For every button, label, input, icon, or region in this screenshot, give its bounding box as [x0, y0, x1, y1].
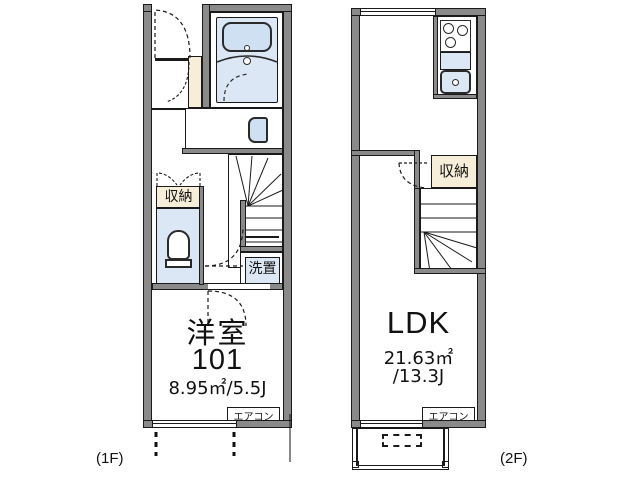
stove-burner-1-icon [443, 23, 454, 34]
bathtub-drain-icon [244, 45, 250, 51]
window-2f-bottom-mullion [360, 423, 478, 424]
aircon-2f-label: エアコン [428, 411, 469, 423]
balcony-drain-dashed [382, 434, 422, 447]
balcony-post-left [352, 461, 359, 468]
stove-burner-3-icon [445, 37, 456, 48]
kitchen-sink-icon [440, 70, 471, 94]
room-1f-area: 8.95㎡/5.5J [168, 378, 267, 399]
wall-1f-toilet-right [199, 186, 204, 285]
storage-2f-box [431, 155, 477, 188]
storage-2f-label: 収納 [438, 162, 469, 180]
window-2f-top [360, 8, 436, 16]
wall-2f-stair-bottom [414, 268, 486, 274]
toilet-tank-icon [165, 259, 192, 268]
room-2f-name: LDK [386, 305, 451, 340]
entrance-door-panel [188, 56, 202, 108]
wall-1f-washroom-bottom [182, 148, 283, 154]
storage-1f-label: 収納 [164, 189, 193, 205]
washbasin-icon [248, 117, 268, 143]
bath-faucet-icon [243, 57, 251, 65]
room-1f-name: 洋室 [186, 316, 249, 350]
room-1f-unit: 101 [191, 344, 244, 376]
wall-2f-kitchen-bottom [433, 94, 477, 99]
wall-1f-bottom-right-stub [236, 420, 292, 428]
room-2f-area-jo: /13.3J [392, 366, 445, 387]
room-2f-area-sqm: 21.63㎡ [383, 348, 454, 369]
entrance-partition-bottom [152, 58, 188, 61]
floor-tag-2f: (2F) [500, 450, 528, 467]
wall-2f-bottom-right-stub [422, 420, 486, 428]
window-2f-top-mullion [360, 11, 436, 12]
floor-tag-1f: (1F) [96, 450, 124, 467]
balcony-rail-vert-right [443, 428, 445, 466]
wall-1f-bath-left [202, 4, 210, 108]
aircon-1f-label: エアコン [233, 411, 274, 423]
wall-1f-top-left-stub [143, 4, 152, 12]
balcony-post-right [442, 461, 449, 468]
washing-machine-space [245, 236, 279, 238]
laundry-label-text: 洗置 [248, 261, 277, 277]
stove-burner-2-icon [457, 25, 468, 36]
balcony [352, 428, 449, 470]
entrance-partition-vert [152, 58, 155, 108]
balcony-rail-vert-left [356, 428, 358, 466]
sink-drain-icon [452, 79, 459, 86]
kitchen-counter-top [440, 52, 471, 70]
hall-line-1 [152, 108, 188, 110]
window-1f-bottom-mullion [152, 423, 290, 424]
bedroom-door-opening [208, 283, 270, 290]
wall-1f-stairs-bottom [240, 246, 283, 252]
